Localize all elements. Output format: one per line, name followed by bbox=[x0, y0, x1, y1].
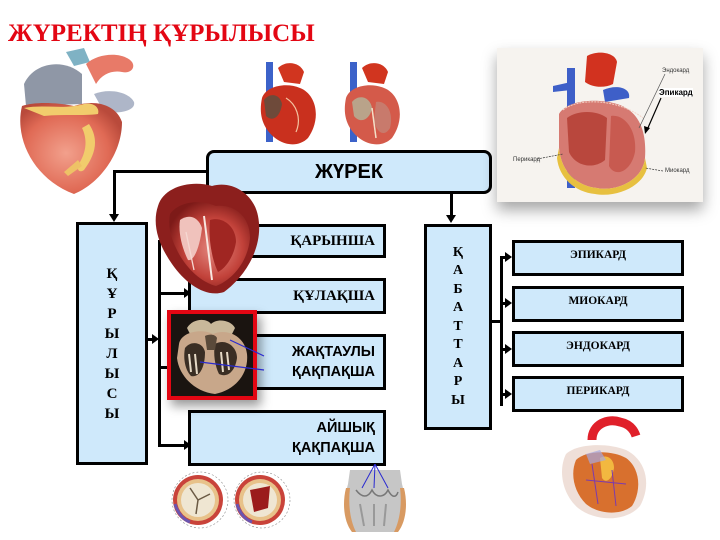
layer-miocard-label: МИОКАРД bbox=[568, 295, 628, 307]
label-miocard: Миокард bbox=[665, 168, 690, 174]
connector-root-right-v bbox=[450, 193, 453, 216]
heart-root-box: ЖҮРЕК bbox=[206, 150, 492, 194]
part-atrium-label: ҚҰЛАҚША bbox=[293, 287, 375, 304]
heart-valves-framed-image bbox=[167, 310, 257, 400]
aortic-valve-closed bbox=[171, 471, 229, 529]
label-epicard: Эпикард bbox=[659, 88, 693, 97]
structure-letter: Ұ bbox=[106, 285, 118, 302]
valve-pointer-lines bbox=[199, 339, 265, 371]
layers-letter: Қ bbox=[452, 244, 464, 260]
connector-layers-trunk bbox=[500, 256, 503, 406]
layer-epicard-box: ЭПИКАРД bbox=[512, 240, 684, 276]
structure-box: Қ Ұ Р Ы Л Ы С Ы bbox=[76, 222, 148, 465]
arrow-down-structure bbox=[109, 214, 119, 222]
arrow-layer-3 bbox=[505, 344, 512, 354]
layer-epicard-label: ЭПИКАРД bbox=[569, 249, 627, 261]
pointer-lines bbox=[536, 73, 666, 172]
layer-miocard-box: МИОКАРД bbox=[512, 286, 684, 322]
heart-layers-diagram-image bbox=[553, 52, 647, 195]
structure-letter: Р bbox=[107, 305, 117, 322]
label-pericard: Перикард bbox=[513, 157, 541, 163]
arrow-structure-out bbox=[152, 334, 159, 344]
connector-root-left-v bbox=[113, 170, 116, 215]
part-leaflet-valve-line2: ҚАҚПАҚША bbox=[292, 364, 375, 380]
arrow-part-4 bbox=[184, 440, 191, 450]
connector-part-2 bbox=[158, 292, 186, 295]
layers-letter: Б bbox=[453, 281, 463, 297]
part-semilunar-valve-box: АЙШЫҚ ҚАҚПАҚША bbox=[188, 410, 386, 466]
part-semilunar-valve-line2: ҚАҚПАҚША bbox=[292, 440, 375, 456]
heart-section-small bbox=[344, 62, 400, 145]
layers-letter: А bbox=[452, 300, 464, 316]
connector-layer-1 bbox=[500, 256, 508, 259]
connector-root-left-h bbox=[113, 170, 207, 173]
heart-valves-section bbox=[177, 319, 248, 394]
part-leaflet-valve-line1: ЖАҚТАУЛЫ bbox=[291, 344, 375, 360]
structure-letter: Ы bbox=[104, 365, 120, 382]
layers-letter: Р bbox=[453, 374, 463, 390]
connector-part-3 bbox=[158, 366, 172, 369]
part-leaflet-valve-label: ЖАҚТАУЛЫ ҚАҚПАҚША bbox=[292, 342, 375, 382]
part-ventricle-label: ҚАРЫНША bbox=[290, 232, 375, 249]
connector-layers-out bbox=[492, 320, 500, 323]
label-endocard: Эндокард bbox=[662, 68, 690, 74]
layers-letter: Т bbox=[453, 318, 463, 334]
structure-letter: Қ bbox=[106, 265, 118, 282]
heart-external-illustration bbox=[20, 48, 135, 194]
structure-letter: С bbox=[106, 385, 118, 402]
part-semilunar-valve-label: АЙШЫҚ ҚАҚПАҚША bbox=[292, 418, 375, 458]
layer-endocard-box: ЭНДОКАРД bbox=[512, 331, 684, 367]
layers-box: Қ А Б А Т Т А Р Ы bbox=[424, 224, 492, 430]
page-title: ЖҮРЕКТІҢ ҚҰРЫЛЫСЫ bbox=[8, 20, 315, 47]
connector-part-4 bbox=[158, 444, 186, 447]
layers-letter: А bbox=[452, 355, 464, 371]
semilunar-valve-cusps bbox=[344, 464, 406, 532]
connector-structure-trunk bbox=[158, 240, 161, 446]
structure-letter: Ы bbox=[104, 405, 120, 422]
layers-letter: Ы bbox=[451, 392, 465, 408]
heart-layers-photo: Эндокард Эпикард Перикард Миокард bbox=[497, 48, 703, 202]
connector-layer-4 bbox=[500, 393, 508, 396]
structure-letter: Ы bbox=[104, 325, 120, 342]
heart-exterior-small bbox=[260, 62, 316, 145]
part-semilunar-valve-line1: АЙШЫҚ bbox=[316, 420, 375, 436]
arrow-down-layers bbox=[446, 215, 456, 223]
heart-ventricle-section bbox=[155, 183, 260, 294]
structure-letter: Л bbox=[106, 345, 118, 362]
arrow-layer-1 bbox=[505, 252, 512, 262]
layers-letter: Т bbox=[453, 337, 463, 353]
layer-pericard-box: ПЕРИКАРД bbox=[512, 376, 684, 412]
connector-layer-3 bbox=[500, 348, 508, 351]
layers-letter: А bbox=[452, 263, 464, 279]
arrow-part-2 bbox=[184, 288, 191, 298]
arrow-layer-2 bbox=[505, 298, 512, 308]
arrow-layer-4 bbox=[505, 389, 512, 399]
layer-endocard-label: ЭНДОКАРД bbox=[566, 340, 630, 352]
heart-pericardium-illustration bbox=[562, 416, 647, 519]
heart-root-label: ЖҮРЕК bbox=[314, 160, 384, 183]
connector-layer-2 bbox=[500, 302, 508, 305]
layer-pericard-label: ПЕРИКАРД bbox=[566, 385, 630, 397]
aortic-valve-open bbox=[233, 471, 291, 529]
